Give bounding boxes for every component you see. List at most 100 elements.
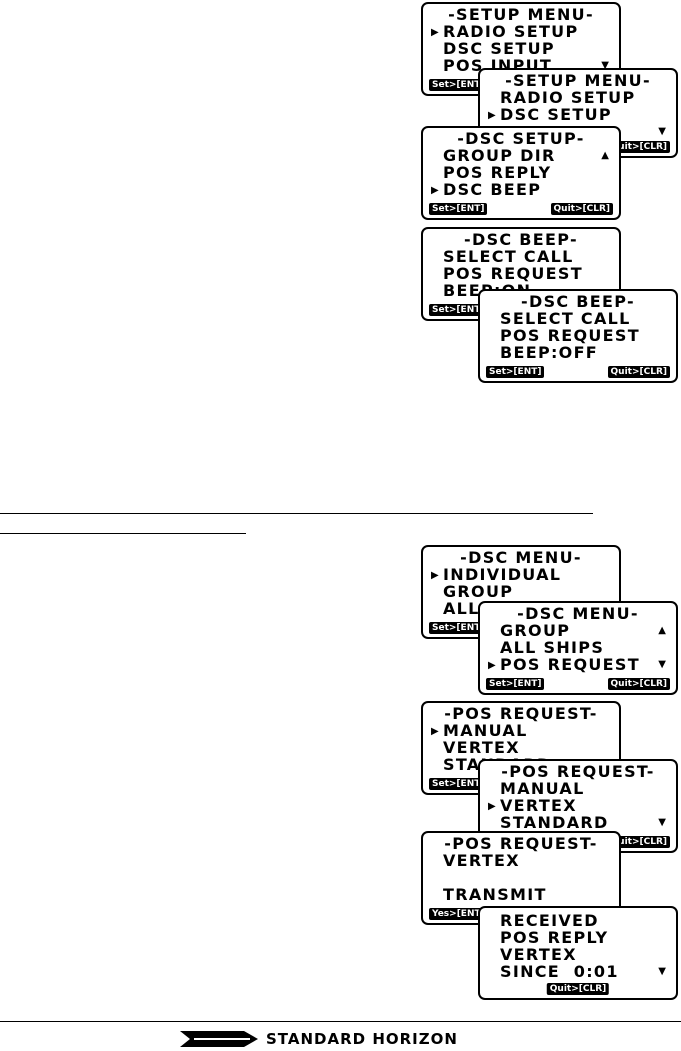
- lcd-line: POS REQUEST: [488, 327, 670, 344]
- lcd-line: GROUP: [431, 583, 613, 600]
- lcd-line: VERTEX: [488, 797, 670, 815]
- soft-key-left: Set>[ENT]: [486, 366, 545, 378]
- soft-key-left: Set>[ENT]: [486, 678, 545, 690]
- lcd-line: DSC BEEP: [431, 181, 613, 199]
- lcd-line-text: VERTEX: [500, 796, 577, 815]
- lcd-line-text: POS REQUEST: [500, 655, 640, 674]
- lcd-line-text: RECEIVED: [500, 911, 599, 930]
- soft-key-right: Quit>[CLR]: [550, 203, 613, 215]
- lcd-title: -POS REQUEST-: [501, 762, 655, 781]
- selection-pointer-icon: [488, 798, 500, 815]
- lcd-title: -POS REQUEST-: [444, 704, 598, 723]
- lcd-line: TRANSMIT: [431, 886, 613, 903]
- lcd-line-text: POS REPLY: [443, 163, 552, 182]
- soft-key-center: Quit>[CLR]: [546, 983, 610, 995]
- scroll-up-arrow-icon: [601, 151, 609, 161]
- scroll-down-arrow-icon: [658, 660, 666, 670]
- lcd-line: RADIO SETUP: [488, 89, 670, 106]
- lcd-title: -DSC MENU-: [460, 548, 582, 567]
- lcd-line: MANUAL: [431, 722, 613, 740]
- lcd-line-text: RADIO SETUP: [443, 22, 579, 41]
- lcd-line: VERTEX: [431, 852, 613, 869]
- lcd-line-text: POS REQUEST: [443, 264, 583, 283]
- lcd-line: DSC SETUP: [488, 106, 670, 124]
- lcd-line: INDIVIDUAL: [431, 566, 613, 584]
- lcd-line: POS REPLY: [488, 929, 670, 946]
- soft-key-right: Quit>[CLR]: [607, 836, 670, 848]
- lcd-title: -POS REQUEST-: [444, 834, 598, 853]
- lcd-line: GROUP DIR: [431, 147, 613, 164]
- soft-key-left: Set>[ENT]: [429, 203, 488, 215]
- selection-pointer-icon: [431, 182, 443, 199]
- soft-key-left: Yes>[ENT]: [429, 908, 488, 920]
- lcd-title: -SETUP MENU-: [448, 5, 594, 24]
- section-rule-short: [0, 533, 246, 534]
- lcd-line-text: SELECT CALL: [443, 247, 574, 266]
- lcd-line: POS REQUEST: [431, 265, 613, 282]
- lcd-line: DSC SETUP: [431, 40, 613, 57]
- scroll-down-arrow-icon: [658, 818, 666, 828]
- soft-key-right: Quit>[CLR]: [607, 141, 670, 153]
- scroll-down-arrow-icon: [658, 967, 666, 977]
- lcd-line: VERTEX: [488, 946, 670, 963]
- soft-key-left: Set>[ENT]: [429, 304, 488, 316]
- lcd-line: SELECT CALL: [488, 310, 670, 327]
- lcd-line-text: POS REQUEST: [500, 326, 640, 345]
- lcd-line-text: DSC SETUP: [500, 105, 612, 124]
- lcd-line: SELECT CALL: [431, 248, 613, 265]
- lcd-line: [431, 869, 613, 886]
- section-rule-long: [0, 513, 593, 514]
- selection-pointer-icon: [431, 723, 443, 740]
- lcd-line-text: MANUAL: [443, 721, 528, 740]
- lcd-line-text: DSC BEEP: [443, 180, 542, 199]
- soft-key-left: Set>[ENT]: [429, 622, 488, 634]
- lcd-line: VERTEX: [431, 739, 613, 756]
- lcd-title: -DSC BEEP-: [521, 292, 635, 311]
- lcd-line-text: TRANSMIT: [443, 885, 547, 904]
- brand-name: STANDARD HORIZON: [266, 1030, 458, 1048]
- lcd-line-text: GROUP DIR: [443, 146, 556, 165]
- scroll-up-arrow-icon: [658, 626, 666, 636]
- standard-horizon-wing-icon: [180, 1031, 258, 1047]
- brand-logo: STANDARD HORIZON: [180, 1029, 458, 1049]
- soft-key-left: Set>[ENT]: [429, 778, 488, 790]
- lcd-line-text: MANUAL: [500, 779, 585, 798]
- lcd-line: RECEIVED: [488, 912, 670, 929]
- soft-key-right: Quit>[CLR]: [607, 678, 670, 690]
- lcd-line-text: POS REPLY: [500, 928, 609, 947]
- lcd-line-text: VERTEX: [500, 945, 577, 964]
- lcd-line-text: DSC SETUP: [443, 39, 555, 58]
- lcd-line-text: SINCE 0:01: [500, 962, 619, 981]
- lcd-line: RADIO SETUP: [431, 23, 613, 41]
- selection-pointer-icon: [488, 107, 500, 124]
- lcd-line-text: RADIO SETUP: [500, 88, 636, 107]
- lcd-line-text: GROUP: [500, 621, 571, 640]
- selection-pointer-icon: [431, 567, 443, 584]
- lcd-line-text: STANDARD: [500, 813, 609, 832]
- lcd-line-text: VERTEX: [443, 851, 520, 870]
- lcd-line: BEEP:OFF: [488, 344, 670, 361]
- lcd-line: STANDARD: [488, 814, 670, 831]
- lcd-line-text: GROUP: [443, 582, 514, 601]
- lcd-line-text: INDIVIDUAL: [443, 565, 562, 584]
- lcd-title: -DSC BEEP-: [464, 230, 578, 249]
- lcd-line: MANUAL: [488, 780, 670, 797]
- soft-key-left: Set>[ENT]: [429, 79, 488, 91]
- scroll-down-arrow-icon: [658, 127, 666, 137]
- footer-rule: [0, 1021, 681, 1022]
- selection-pointer-icon: [488, 657, 500, 674]
- lcd-line: GROUP: [488, 622, 670, 639]
- lcd-line: POS REPLY: [431, 164, 613, 181]
- lcd-line: ALL SHIPS: [488, 639, 670, 656]
- soft-key-right: Quit>[CLR]: [607, 366, 670, 378]
- lcd-title: -DSC SETUP-: [457, 129, 585, 148]
- lcd-line: SINCE 0:01: [488, 963, 670, 980]
- lcd-line-text: ALL SHIPS: [500, 638, 605, 657]
- lcd-line-text: BEEP:OFF: [500, 343, 599, 362]
- lcd-line-text: VERTEX: [443, 738, 520, 757]
